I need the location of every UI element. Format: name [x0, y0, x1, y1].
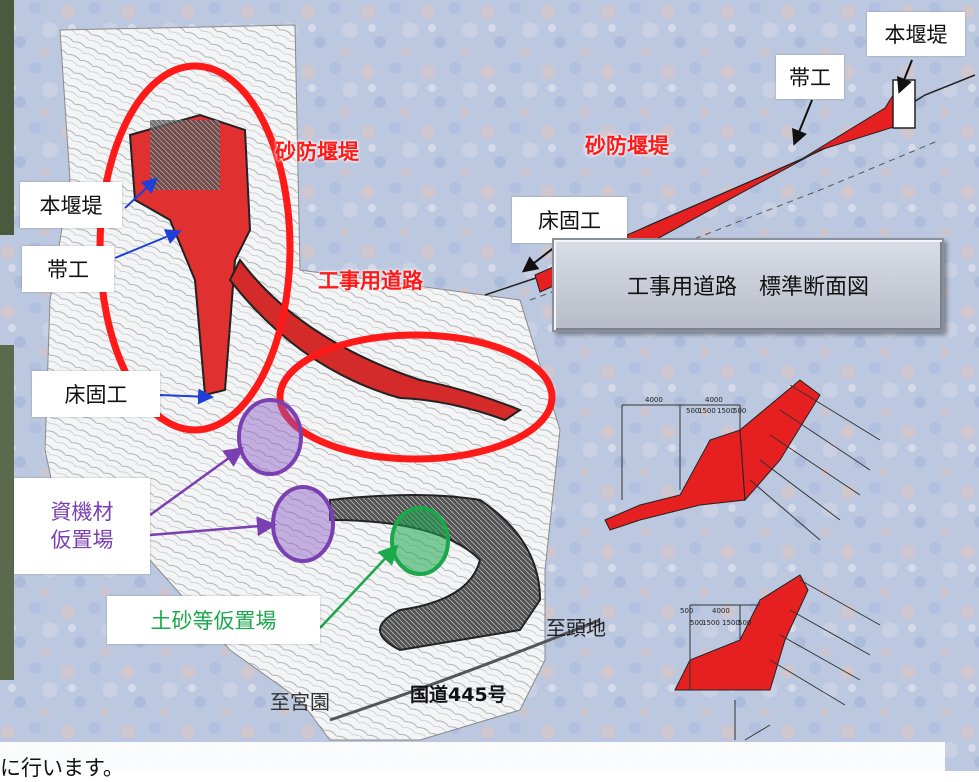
- dim-lower-5: 500: [738, 619, 751, 627]
- river-road-plan: [329, 494, 542, 652]
- soil-yard: [390, 506, 450, 576]
- label-tokoko-right: 床固工: [512, 197, 627, 243]
- dim-lower-0: 500: [680, 607, 693, 615]
- arrow-honentei-top: [897, 59, 913, 94]
- arrow-materials-2: [149, 516, 277, 537]
- arrow-obiko-top: [792, 99, 813, 146]
- label-honentei-left: 本堰堤: [20, 182, 122, 228]
- dim-upper-0: 4000: [645, 396, 663, 404]
- arrow-obiko-left: [114, 229, 182, 259]
- photo-strip-bottom: [0, 345, 14, 680]
- arrow-soil: [319, 544, 399, 629]
- profile-main-dam: [892, 79, 916, 129]
- dim-upper-5: 500: [733, 407, 746, 415]
- label-tokoko-left: 床固工: [32, 371, 160, 417]
- label-road: 工事用道路: [318, 269, 423, 293]
- cross-section-lower: [674, 574, 881, 741]
- label-honentei-top: 本堰堤: [867, 12, 965, 56]
- label-obiko-top: 帯工: [776, 55, 844, 99]
- highway-plan: [329, 618, 601, 722]
- materials-yard-1: [237, 398, 303, 476]
- dim-lower-2: 500: [690, 619, 703, 627]
- dim-upper-1: 4000: [705, 396, 723, 404]
- dim-lower-1: 4000: [712, 607, 730, 615]
- label-materials-line2: 仮置場: [50, 528, 114, 552]
- arrow-materials-1: [149, 447, 245, 517]
- label-to-zuchi: 至頭地: [546, 616, 606, 640]
- dam-core-plan: [150, 120, 220, 190]
- label-materials-line1: 資機材: [50, 499, 114, 524]
- cross-section-upper: [604, 379, 881, 541]
- bottom-band: [0, 742, 945, 771]
- label-sabo-left: 砂防堰堤: [275, 140, 359, 164]
- dim-lower-4: 1500: [722, 619, 740, 627]
- dim-lower-3: 1500: [702, 619, 720, 627]
- label-to-miyazono: 至宮園: [270, 690, 330, 714]
- photo-strip-top: [0, 0, 14, 235]
- arrow-honentei-left: [124, 177, 158, 209]
- label-materials-yard: 資機材 仮置場: [14, 478, 150, 574]
- dim-upper-3: 1500: [698, 407, 716, 415]
- arrow-tokoko-left: [159, 388, 214, 405]
- road-highlight: [276, 331, 556, 463]
- materials-yard-2: [271, 485, 335, 563]
- label-route-445: 国道445号: [410, 684, 507, 706]
- dim-upper-2: 500: [686, 407, 699, 415]
- label-soil-yard: 土砂等仮置場: [107, 596, 320, 644]
- dim-upper-4: 1500: [717, 407, 735, 415]
- bottom-text: に行います。: [0, 756, 124, 780]
- label-sabo-right: 砂防堰堤: [585, 134, 669, 158]
- label-obiko-left: 帯工: [22, 246, 114, 292]
- road-section-title: 工事用道路 標準断面図: [552, 238, 944, 332]
